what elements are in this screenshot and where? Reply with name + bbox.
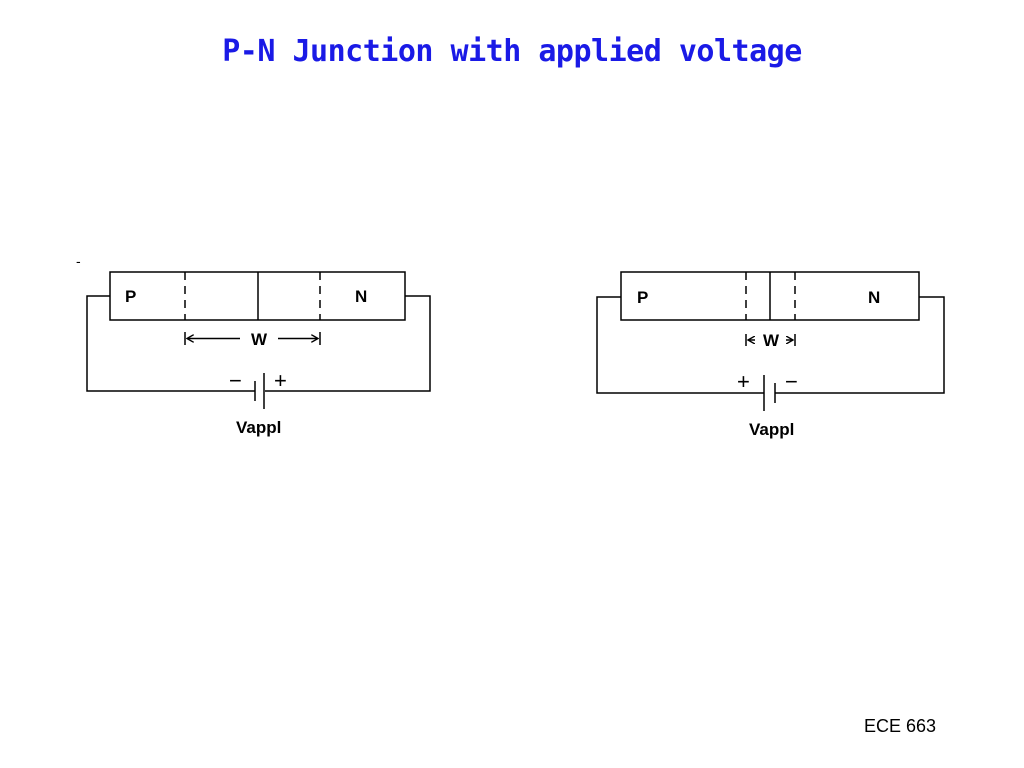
junction-diagram-right-labels: P N W + − Vappl — [637, 288, 880, 439]
junction-diagram-right — [596, 271, 945, 411]
right-polarity-sign: + — [274, 368, 287, 393]
n-region-label: N — [868, 288, 880, 307]
depletion-width-label: W — [763, 331, 780, 350]
left-polarity-sign: − — [229, 368, 242, 393]
right-polarity-sign: − — [785, 369, 798, 394]
circuit-wire-left — [86, 295, 255, 392]
n-region-label: N — [355, 287, 367, 306]
voltage-source-label: Vappl — [749, 420, 794, 439]
p-region-label: P — [637, 288, 648, 307]
junction-diagram-left — [86, 271, 431, 409]
junction-diagram-left-labels: P N W − + Vappl — [125, 287, 367, 437]
depletion-width-label: W — [251, 330, 268, 349]
circuit-wire-right — [775, 296, 945, 394]
p-region-label: P — [125, 287, 136, 306]
voltage-source-label: Vappl — [236, 418, 281, 437]
left-polarity-sign: + — [737, 369, 750, 394]
circuit-wire-left — [596, 296, 764, 394]
circuit-wire-right — [265, 295, 431, 392]
footer-course-label: ECE 663 — [863, 716, 936, 736]
slide-title: P-N Junction with applied voltage — [222, 34, 802, 69]
stray-mark: - — [76, 253, 81, 269]
